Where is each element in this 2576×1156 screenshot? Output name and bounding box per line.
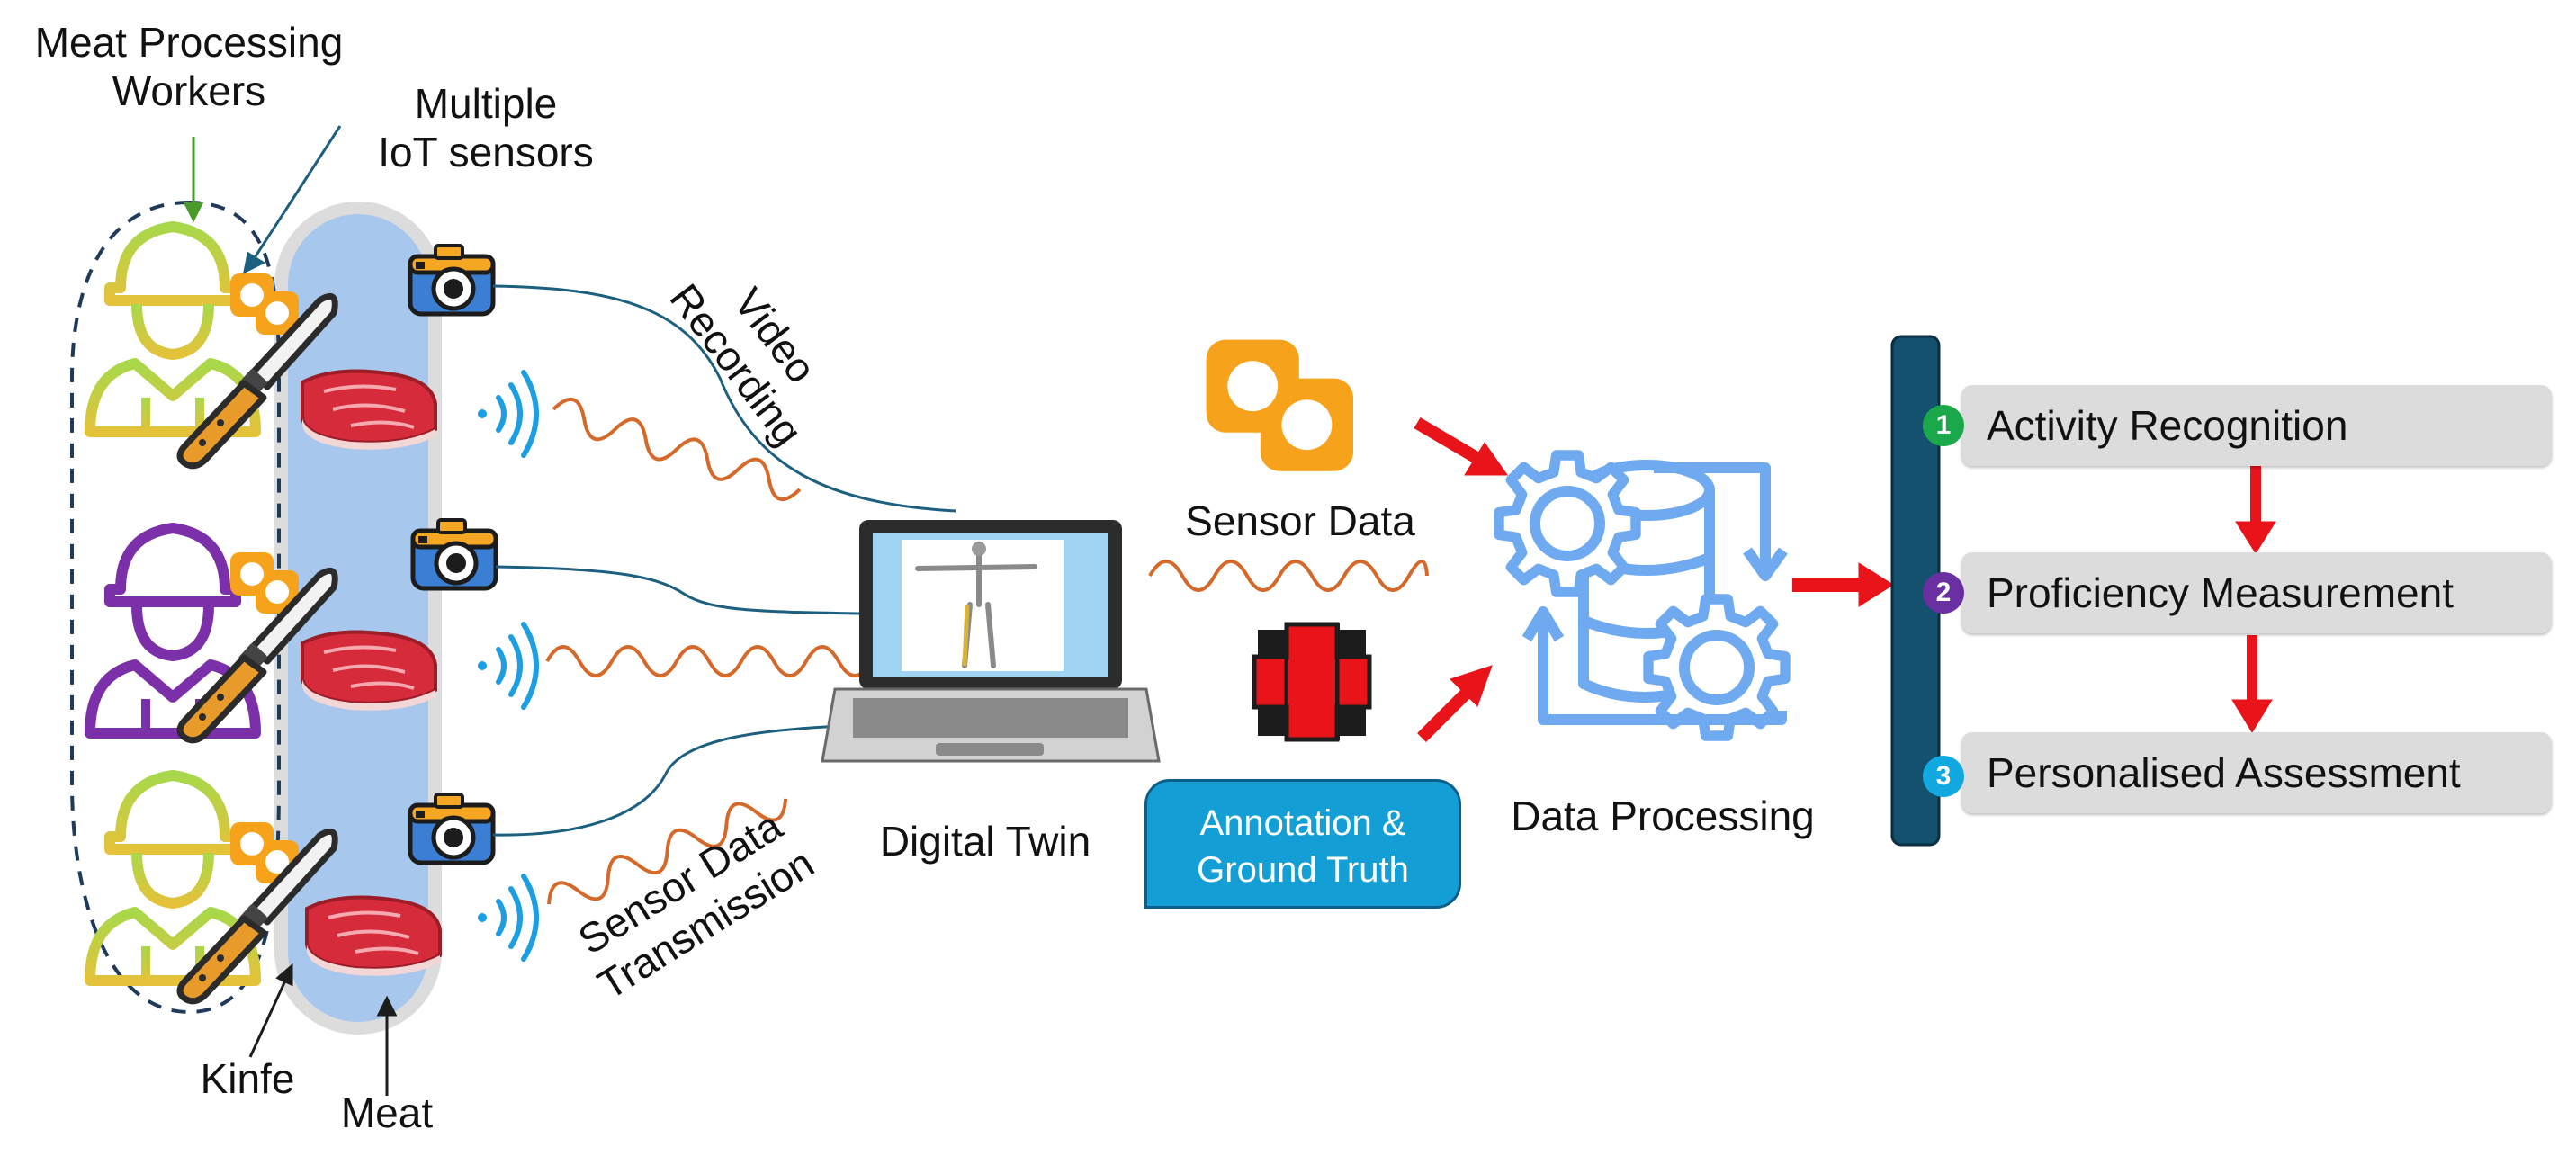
annotation-line-1: Annotation & bbox=[1199, 803, 1406, 843]
label-pointer bbox=[183, 137, 204, 223]
camera-icon bbox=[410, 794, 493, 863]
step-label: Personalised Assessment bbox=[1987, 749, 2461, 796]
iot-sensor-icon bbox=[1206, 339, 1353, 471]
digital-twin-label: Digital Twin bbox=[879, 818, 1091, 865]
meat-label: Meat bbox=[340, 1089, 434, 1136]
wireless-signal-icon bbox=[478, 624, 536, 707]
meat-icon bbox=[305, 895, 442, 978]
sensors-label: Multiple IoT sensors bbox=[360, 79, 612, 176]
step-number-badge: 1 bbox=[1923, 405, 1964, 446]
red-arrow bbox=[1792, 562, 1894, 607]
camera-icon bbox=[410, 246, 493, 314]
sensor-wave bbox=[545, 645, 873, 677]
workers-label-line-1: Meat Processing bbox=[34, 19, 344, 66]
step-proficiency-measurement: Proficiency Measurement bbox=[1961, 552, 2552, 633]
sensor-data-label: Sensor Data bbox=[1185, 497, 1415, 544]
step-number-badge: 2 bbox=[1923, 572, 1964, 614]
red-arrow bbox=[2231, 635, 2273, 733]
red-arrow bbox=[1417, 665, 1493, 742]
camera-cable bbox=[492, 723, 863, 837]
sensor-wave bbox=[547, 798, 788, 905]
data-processing-label: Data Processing bbox=[1511, 793, 1815, 839]
label-pointer bbox=[376, 995, 398, 1096]
step-activity-recognition: Activity Recognition bbox=[1961, 385, 2552, 466]
workers-label: Meat Processing Workers bbox=[18, 18, 360, 115]
camera-cable bbox=[492, 284, 956, 513]
meat-icon bbox=[301, 630, 437, 712]
sensors-label-line-2: IoT sensors bbox=[378, 129, 594, 175]
meat-icon bbox=[301, 369, 437, 452]
plus-icon bbox=[1252, 622, 1372, 742]
sensor-wave bbox=[552, 398, 802, 501]
step-number-badge: 3 bbox=[1923, 756, 1964, 797]
red-arrow bbox=[1414, 417, 1508, 476]
camera-cable bbox=[495, 565, 863, 615]
gears-database-icon bbox=[1499, 455, 1785, 736]
laptop-icon bbox=[821, 520, 1161, 763]
sensor-wave bbox=[1148, 560, 1429, 592]
step-label: Proficiency Measurement bbox=[1987, 569, 2454, 616]
wireless-signal-icon bbox=[478, 372, 536, 455]
annotation-ground-truth-box: Annotation & Ground Truth bbox=[1144, 779, 1461, 909]
knife-label: Kinfe bbox=[200, 1055, 295, 1102]
annotation-line-2: Ground Truth bbox=[1197, 850, 1409, 890]
label-pointer bbox=[242, 125, 342, 274]
camera-icon bbox=[413, 520, 496, 588]
step-personalised-assessment: Personalised Assessment bbox=[1961, 732, 2552, 813]
red-arrow bbox=[2235, 466, 2276, 554]
sensors-label-line-1: Multiple bbox=[414, 80, 558, 127]
label-pointer bbox=[248, 963, 293, 1058]
wireless-signal-icon bbox=[478, 876, 536, 959]
workers-label-line-2: Workers bbox=[112, 67, 266, 114]
step-label: Activity Recognition bbox=[1987, 402, 2348, 449]
